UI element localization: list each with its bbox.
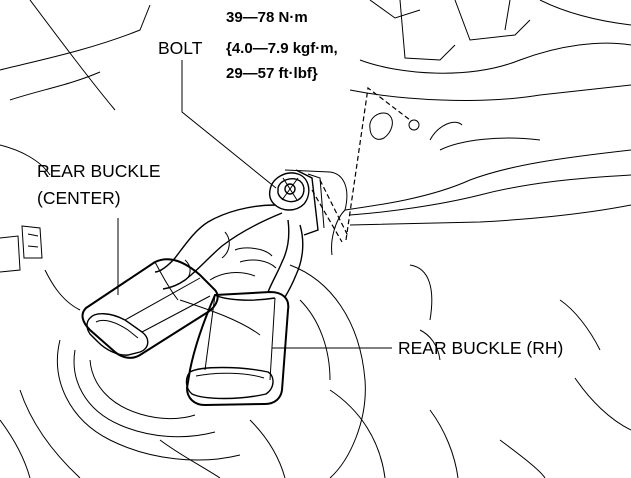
rear-buckle-rh	[185, 290, 290, 407]
bolt-leader-line	[181, 60, 277, 189]
bolt-label: BOLT	[158, 38, 203, 58]
torque-spec-line-1: 39—78 N·m	[226, 9, 308, 26]
rear-buckle-rh-label: REAR BUCKLE (RH)	[398, 338, 563, 358]
torque-spec-line-3: 29—57 ft·lbf}	[226, 65, 318, 82]
callout-labels: BOLT 39—78 N·m {4.0—7.9 kgf·m, 29—57 ft·…	[37, 9, 563, 358]
rear-buckle-center-label-line-1: REAR BUCKLE	[37, 161, 161, 181]
leader-lines	[117, 60, 392, 349]
rear-buckle-center-label-line-2: (CENTER)	[37, 188, 121, 208]
torque-spec-line-2: {4.0—7.9 kgf·m,	[226, 40, 338, 57]
belt-webbing	[154, 204, 304, 298]
bolt-anchor-assembly	[268, 86, 411, 243]
